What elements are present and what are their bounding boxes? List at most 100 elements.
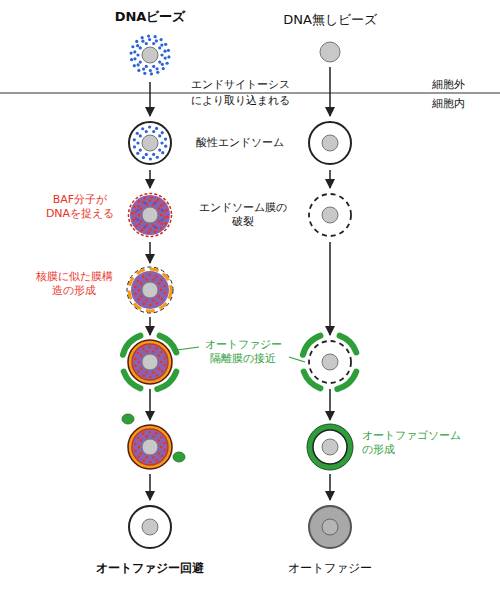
- stage-label: 核膜に似た膜構 造の形成: [30, 270, 118, 298]
- dot: [134, 449, 137, 452]
- degraded-vesicle: [309, 506, 351, 548]
- dot: [163, 50, 166, 53]
- dot: [137, 280, 140, 283]
- dot: [141, 127, 144, 130]
- dot: [155, 39, 158, 42]
- flow-arrow: [149, 317, 151, 335]
- dot: [156, 156, 159, 159]
- dot: [132, 219, 135, 222]
- dot: [139, 46, 142, 49]
- flow-arrow: [149, 242, 151, 263]
- bead-core: [322, 354, 338, 370]
- dot: [148, 199, 151, 202]
- step-label: 細胞内: [432, 97, 465, 111]
- dot: [149, 304, 152, 307]
- dot: [134, 364, 137, 367]
- endosome: [313, 430, 347, 464]
- ruptured-membrane: [129, 194, 172, 237]
- dot: [167, 55, 170, 58]
- bead: [306, 338, 354, 386]
- dot: [136, 152, 139, 155]
- stage-label: オートファジー: [288, 561, 372, 576]
- bead: [126, 338, 174, 386]
- dot: [143, 302, 146, 305]
- dot: [163, 364, 166, 367]
- dot: [145, 456, 148, 459]
- dot: [154, 230, 157, 233]
- endosome: [309, 122, 351, 164]
- dot: [134, 211, 137, 214]
- ruptured-membrane: [309, 194, 351, 236]
- bead: [126, 423, 174, 471]
- dot: [161, 209, 164, 212]
- dot: [137, 209, 140, 212]
- dot: [148, 38, 151, 41]
- dot: [133, 138, 136, 141]
- dot: [140, 207, 143, 210]
- flow-arrow: [149, 389, 151, 420]
- dot: [133, 57, 136, 60]
- dot: [166, 62, 169, 65]
- dot: [137, 205, 140, 208]
- dot: [140, 229, 143, 232]
- dot: [156, 302, 159, 305]
- dot: [139, 60, 142, 63]
- dot: [140, 295, 143, 298]
- dot: [162, 67, 165, 70]
- dot: [149, 228, 152, 231]
- dot: [140, 220, 143, 223]
- dot: [160, 214, 163, 217]
- dot: [150, 196, 153, 199]
- dot: [155, 275, 158, 278]
- dot: [158, 354, 161, 357]
- bead-shape: [306, 423, 354, 471]
- dot: [131, 45, 134, 48]
- isolation-membrane: [123, 336, 140, 355]
- dot: [138, 361, 141, 364]
- bead: [126, 119, 174, 167]
- dot: [145, 278, 148, 281]
- bead-shape: [126, 503, 174, 551]
- dot: [160, 43, 163, 46]
- dot: [163, 285, 166, 288]
- dot: [160, 436, 163, 439]
- dot: [162, 203, 165, 206]
- dot: [158, 134, 161, 137]
- dot: [129, 52, 132, 55]
- dot: [145, 350, 148, 353]
- dot: [138, 289, 141, 292]
- ruptured-membrane: [309, 341, 351, 383]
- dot: [134, 292, 137, 295]
- dot: [145, 65, 148, 68]
- dot: [133, 205, 136, 208]
- flow-arrow: [149, 170, 151, 188]
- dot: [158, 60, 161, 63]
- step-label: 細胞外: [432, 78, 465, 92]
- isolation-membrane: [340, 336, 357, 353]
- bead-core: [142, 282, 158, 298]
- bead-shape: [126, 31, 174, 79]
- bead: DNAビーズ: [126, 31, 174, 79]
- dot: [142, 156, 145, 159]
- dot: [145, 435, 148, 438]
- dot: [158, 295, 161, 298]
- dot: [149, 157, 152, 160]
- flow-arrow: [329, 67, 331, 116]
- cell-membrane-line: [0, 93, 500, 94]
- step-label: 酸性エンドソーム: [196, 136, 284, 150]
- envelope: [128, 340, 172, 384]
- bead-shape: [126, 338, 174, 386]
- dot: [137, 455, 140, 458]
- dot: [133, 64, 136, 67]
- dot: [145, 42, 148, 45]
- dot: [144, 197, 147, 200]
- dot: [164, 137, 167, 140]
- bead-core: [322, 519, 338, 535]
- dot: [138, 200, 141, 203]
- envelope: [128, 425, 172, 469]
- dot: [136, 44, 139, 47]
- bead-shape: [306, 338, 354, 386]
- dot: [142, 275, 145, 278]
- dot: [138, 223, 141, 226]
- dot: [145, 153, 148, 156]
